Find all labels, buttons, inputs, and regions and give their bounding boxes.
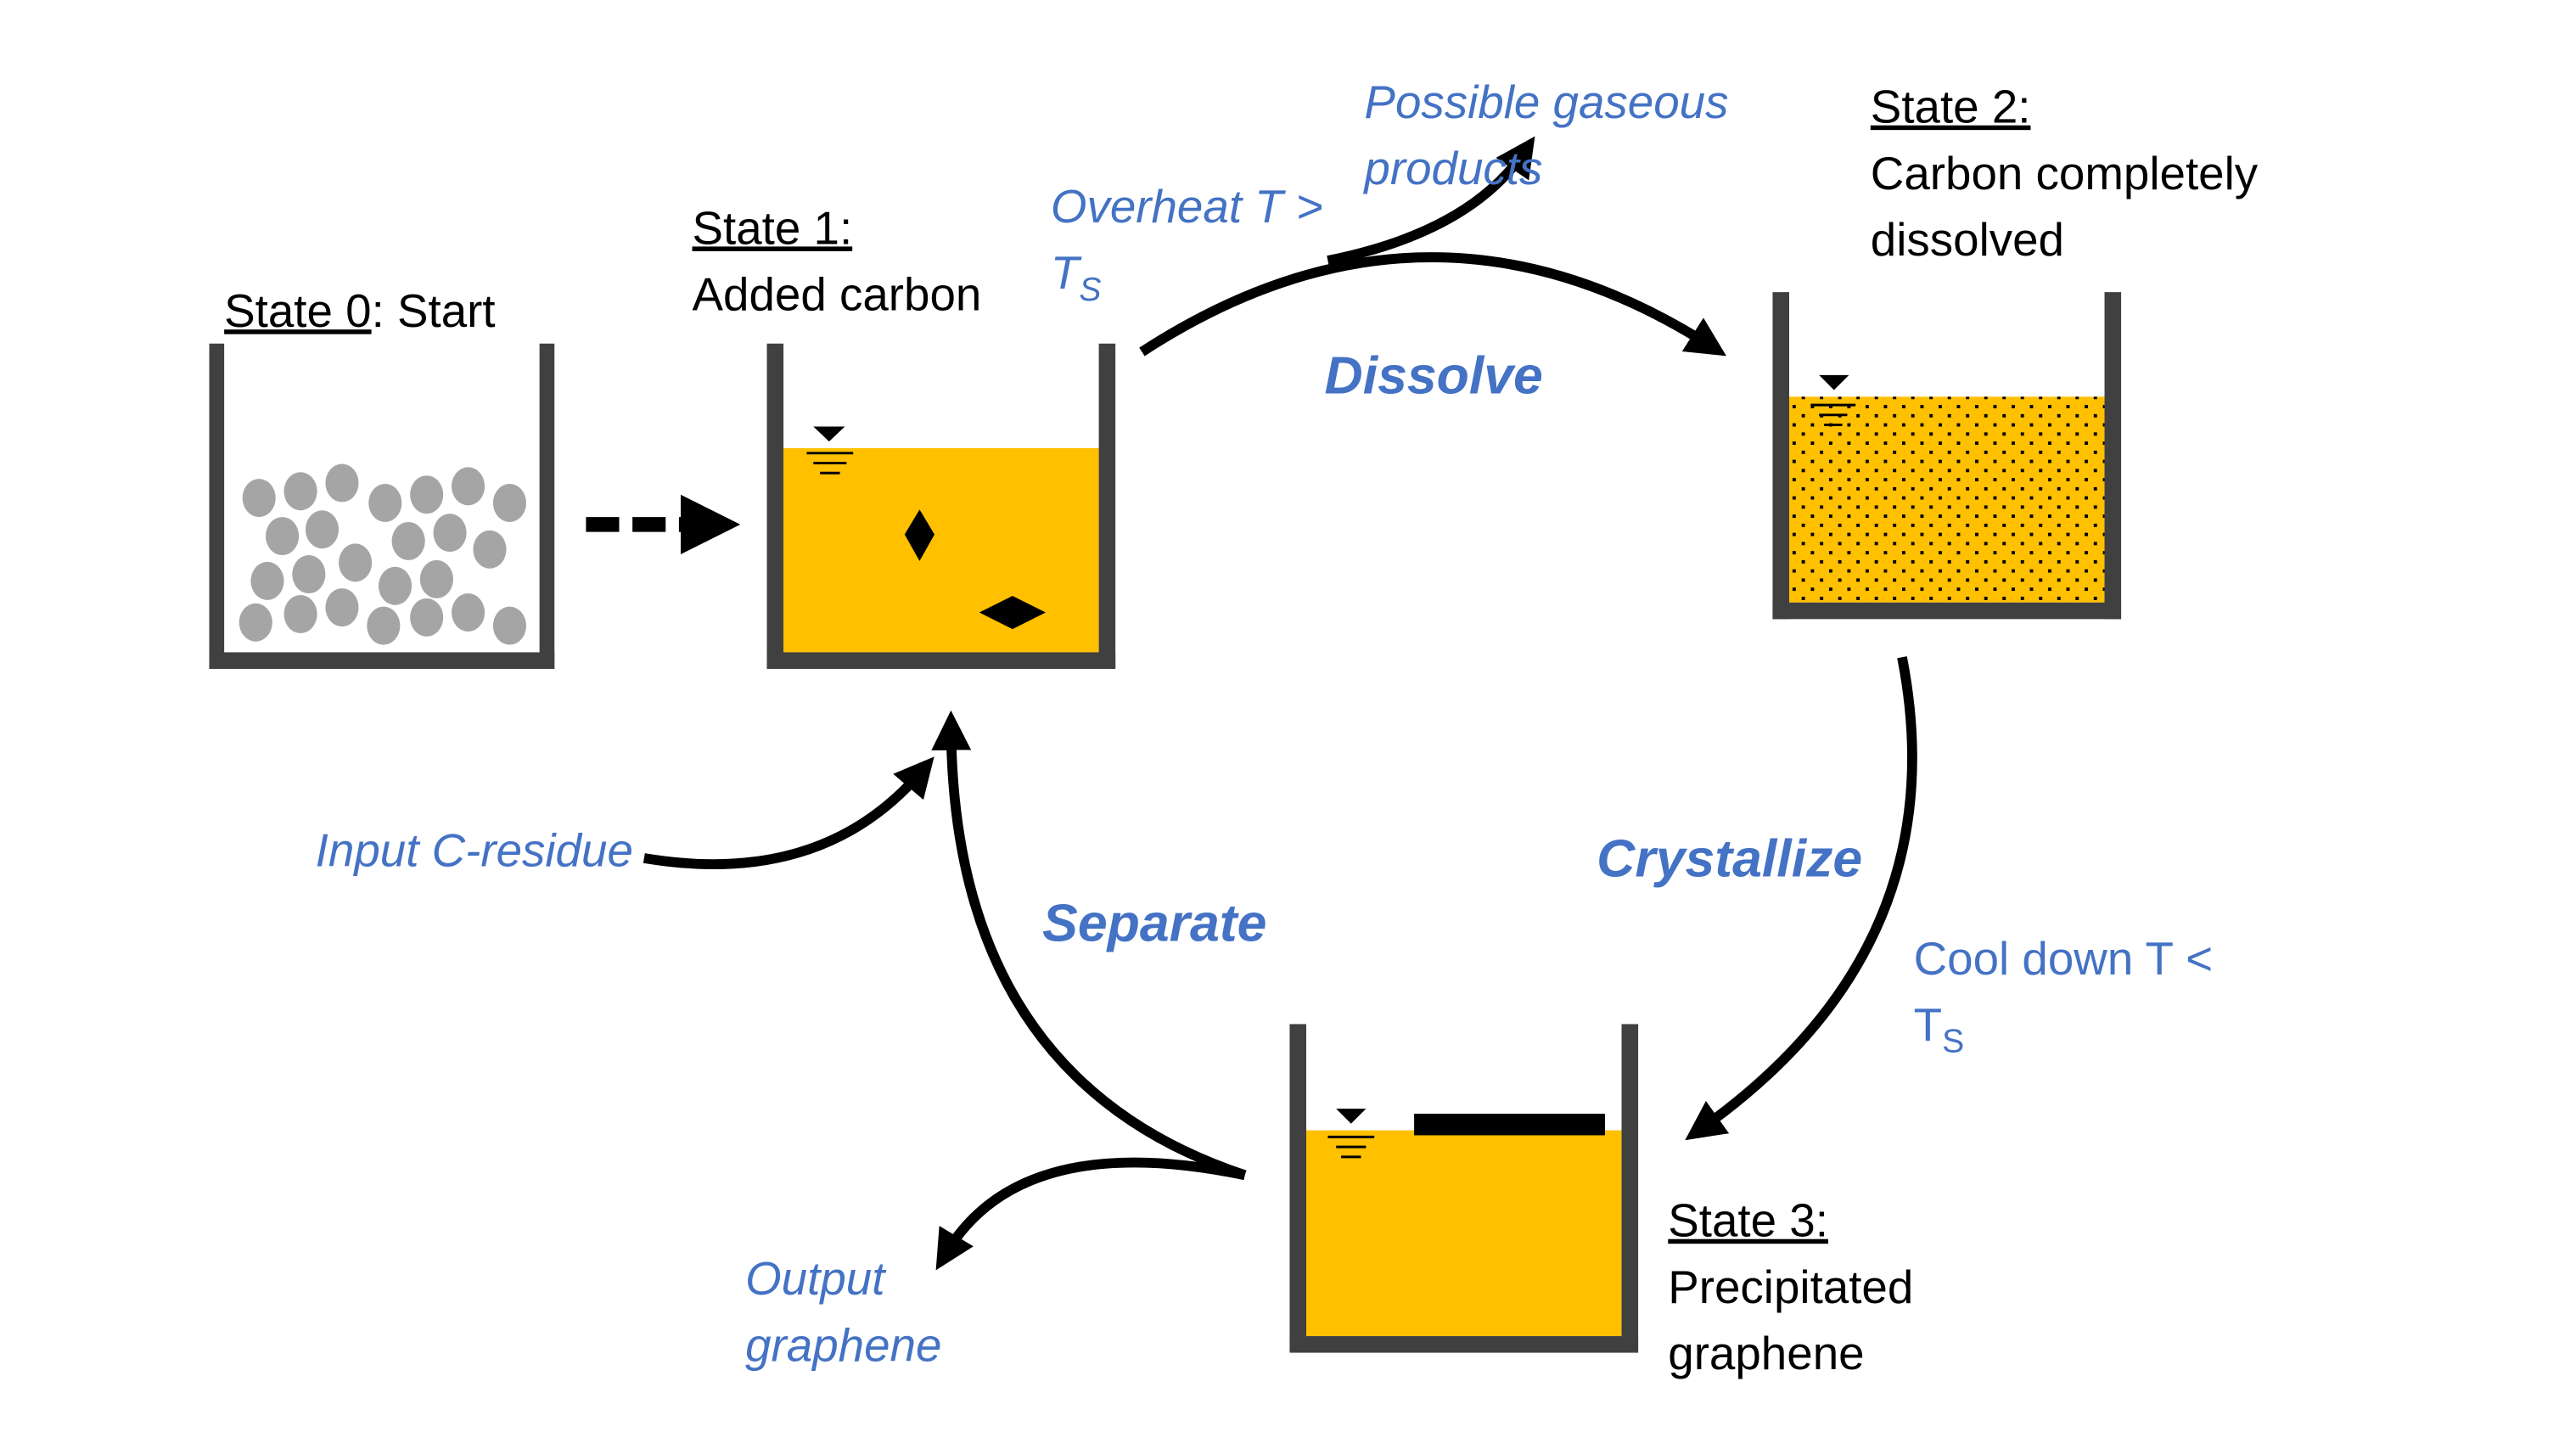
state-2-desc-line2: dissolved — [1871, 213, 2064, 266]
output-label-line2: graphene — [745, 1318, 941, 1371]
separate-label: Separate — [1042, 894, 1266, 953]
carbon-particle — [239, 603, 272, 642]
carbon-particle — [391, 521, 425, 560]
water-level-icon — [806, 426, 854, 475]
carbon-particle — [433, 514, 467, 553]
carbon-particle — [283, 594, 317, 633]
carbon-particle — [292, 555, 326, 594]
dissolve-label: Dissolve — [1325, 345, 1543, 405]
carbon-particle — [250, 561, 284, 600]
gas-arrow — [1327, 136, 1535, 266]
dissolve-arrow — [1139, 252, 1726, 357]
carbon-particle — [339, 543, 373, 582]
beaker-state-3 — [1289, 1024, 1639, 1353]
state-3-desc-line1: Precipitated — [1668, 1261, 1913, 1313]
carbon-flake-icon — [979, 595, 1047, 630]
carbon-particle — [367, 606, 401, 645]
state-1-title: State 1: — [693, 201, 853, 254]
carbon-particle — [410, 598, 444, 637]
gas-label-line1: Possible gaseous — [1364, 76, 1728, 128]
cool-ts: TS — [1914, 998, 1965, 1060]
beaker-state-0 — [209, 343, 555, 669]
carbon-particle — [305, 510, 340, 549]
carbon-particle — [452, 593, 485, 632]
state-2-title: State 2: — [1871, 81, 2031, 133]
carbon-particle — [378, 566, 412, 605]
carbon-particle — [410, 475, 444, 514]
output-label-line1: Output — [745, 1252, 887, 1305]
carbon-particle — [492, 483, 527, 522]
carbon-particle — [325, 463, 359, 503]
carbon-particle — [325, 588, 359, 627]
graphene-layer — [1414, 1114, 1605, 1136]
carbon-particle — [473, 530, 507, 569]
carbon-particle — [242, 479, 276, 518]
water-level-icon — [1327, 1109, 1375, 1159]
carbon-particle — [419, 559, 453, 598]
carbon-particle — [368, 483, 402, 522]
crystallize-arrow — [1685, 656, 1917, 1141]
input-arrow — [643, 756, 934, 869]
beaker-state-1 — [766, 343, 1116, 669]
state-3-desc-line2: graphene — [1668, 1327, 1864, 1379]
output-arrow — [935, 1157, 1246, 1271]
carbon-particle — [283, 472, 317, 511]
gas-label-line2: products — [1362, 142, 1542, 194]
cool-label: Cool down T < — [1914, 932, 2213, 985]
state-0-label: State 0: Start — [224, 284, 495, 337]
separate-arrow — [931, 710, 1247, 1180]
water-level-icon — [1810, 374, 1856, 427]
carbon-flake-icon — [904, 509, 935, 561]
carbon-particles — [239, 463, 527, 645]
state-3-title: State 3: — [1668, 1194, 1828, 1247]
carbon-particle — [266, 517, 300, 556]
carbon-particle — [492, 606, 527, 645]
beaker-state-2 — [1772, 292, 2122, 620]
input-label: Input C-residue — [316, 824, 633, 877]
overheat-label: Overheat T > — [1051, 180, 1323, 233]
crystallize-label: Crystallize — [1597, 828, 1862, 888]
carbon-particle — [452, 467, 485, 506]
state-2-desc-line1: Carbon completely — [1871, 147, 2259, 199]
overheat-ts: TS — [1051, 246, 1102, 308]
state-1-desc: Added carbon — [693, 268, 982, 321]
